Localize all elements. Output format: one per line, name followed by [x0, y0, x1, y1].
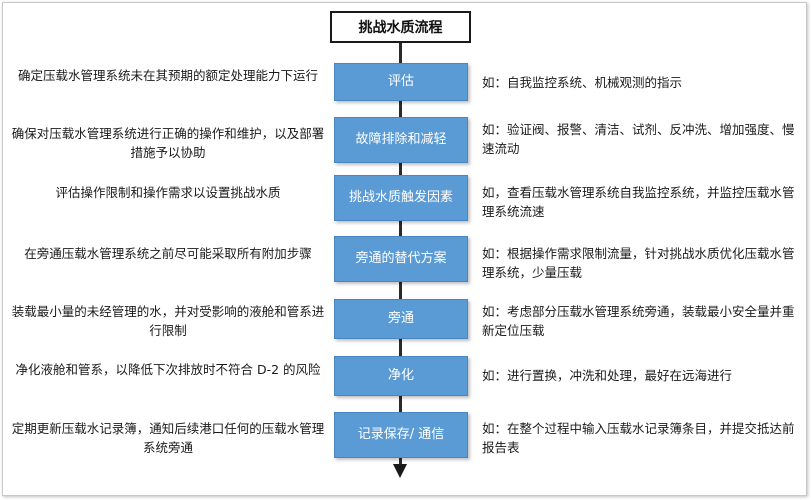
step-1-description: 确定压载水管理系统未在其预期的额定处理能力下运行 — [17, 68, 318, 83]
diagram-title: 挑战水质流程 — [330, 11, 471, 43]
step-5-description: 装载最小量的未经管理的水，并对受影响的液舱和管系进行限制 — [11, 304, 325, 338]
step-4-description: 在旁通压载水管理系统之前尽可能采取所有附加步骤 — [24, 246, 312, 261]
step-6-example: 如：进行置换，冲洗和处理，最好在远海进行 — [482, 368, 733, 383]
step-2-box: 故障排除和减轻 — [334, 117, 468, 163]
step-3-example: 如，查看压载水管理系统自我监控系统，并监控压载水管理系统流速 — [482, 185, 795, 219]
step-6-box: 净化 — [334, 356, 468, 396]
step-7-description: 定期更新压载水记录簿，通知后续港口任何的压载水管理系统旁通 — [11, 421, 325, 455]
step-2-description: 确保对压载水管理系统进行正确的操作和维护，以及部署措施予以协助 — [11, 126, 325, 160]
step-6-description: 净化液舱和管系，以降低下次排放时不符合 D-2 的风险 — [15, 362, 321, 377]
step-1-example: 如：自我监控系统、机械观测的指示 — [482, 75, 683, 90]
step-5-box: 旁通 — [334, 299, 468, 339]
step-5-example: 如：考虑部分压载水管理系统旁通，装载最小安全量并重新定位压载 — [482, 304, 795, 338]
step-7-example: 如：在整个过程中输入压载水记录簿条目，并提交抵达前报告表 — [482, 421, 795, 455]
step-1-box: 评估 — [334, 63, 468, 101]
step-2-example: 如：验证阀、报警、清洁、试剂、反冲洗、增加强度、慢速流动 — [482, 122, 795, 156]
step-7-box: 记录保存/ 通信 — [334, 412, 468, 458]
step-3-box: 挑战水质触发因素 — [334, 175, 468, 221]
flow-end-arrow-icon — [393, 464, 407, 478]
step-4-box: 旁通的替代方案 — [334, 236, 468, 282]
step-4-example: 如：根据操作需求限制流量，针对挑战水质优化压载水管理系统，少量压载 — [482, 246, 795, 280]
step-3-description: 评估操作限制和操作需求以设置挑战水质 — [55, 185, 281, 200]
